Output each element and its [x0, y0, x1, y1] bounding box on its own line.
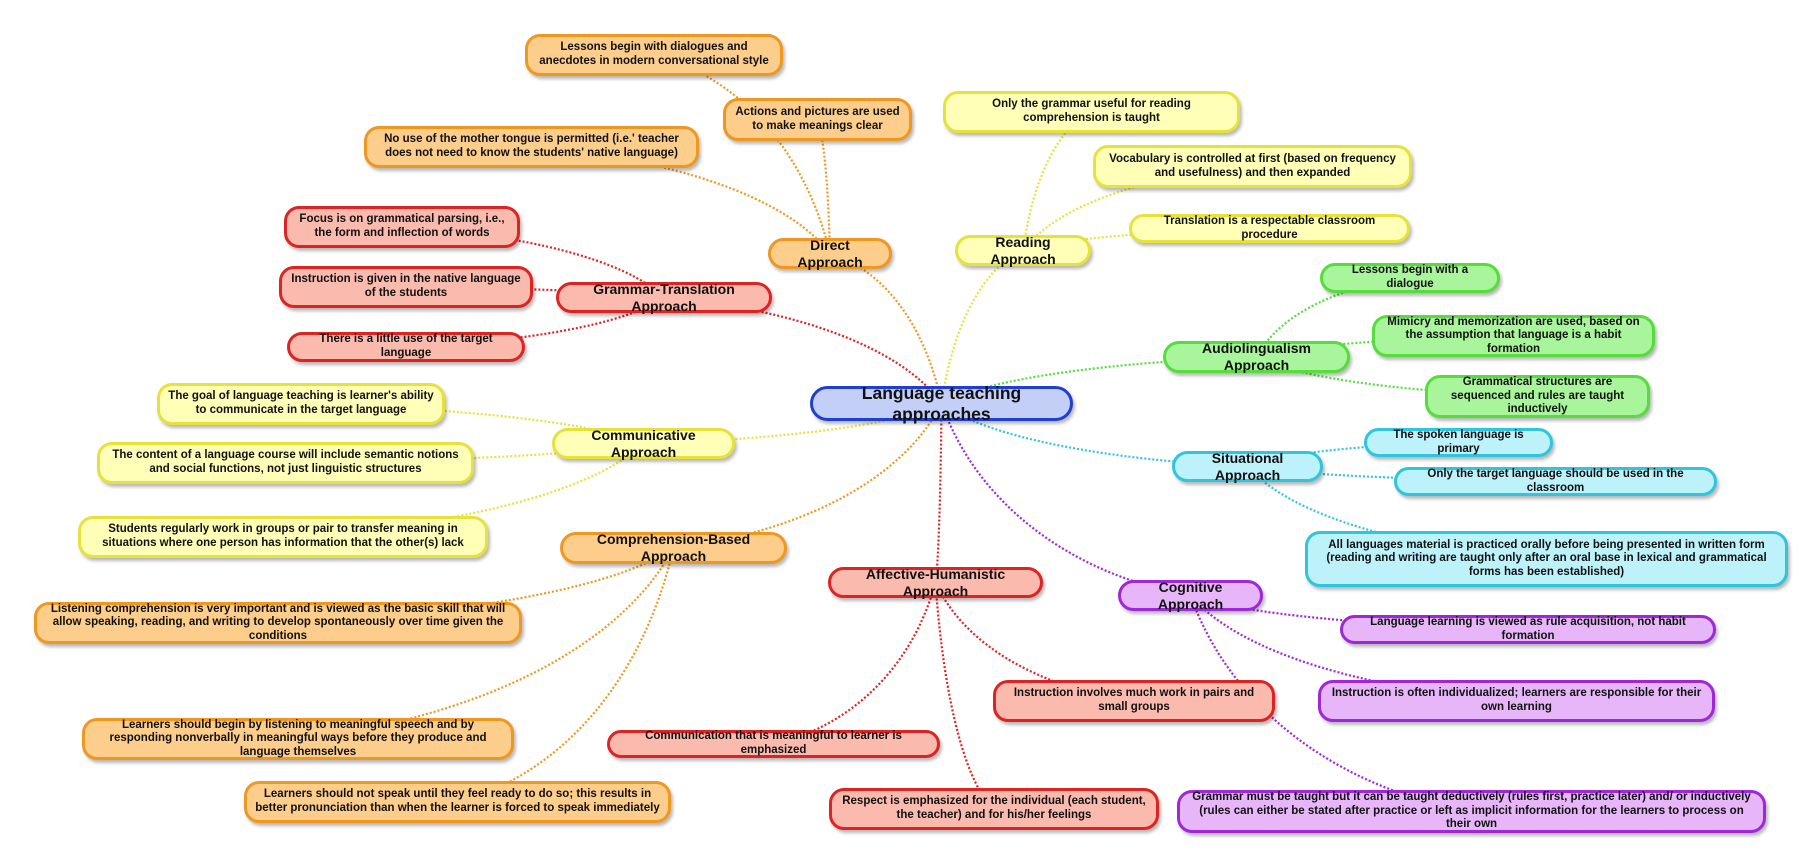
connector-root-affective [934, 403, 943, 583]
branch-communicative-approach[interactable]: Communicative Approach [552, 427, 735, 460]
branch-situational-approach[interactable]: Situational Approach [1172, 450, 1323, 483]
leaf-direct-3[interactable]: No use of the mother tongue is permitted… [364, 126, 699, 168]
leaf-communicative-1[interactable]: The goal of language teaching is learner… [157, 383, 445, 425]
connector-root-direct [829, 252, 943, 404]
leaf-cognitive-2[interactable]: Instruction is often individualized; lea… [1318, 680, 1715, 722]
connector-affective-leaf-1 [934, 582, 1135, 703]
leaf-grammar-3[interactable]: There is a little use of the target lang… [287, 332, 525, 362]
branch-direct-approach[interactable]: Direct Approach [768, 237, 892, 270]
connector-affective-leaf-2 [773, 582, 937, 746]
connector-comprehension-leaf-3 [457, 547, 675, 804]
leaf-comprehension-2[interactable]: Learners should begin by listening to me… [82, 718, 514, 760]
leaf-communicative-2[interactable]: The content of a language course will in… [97, 442, 474, 484]
leaf-cognitive-1[interactable]: Language learning is viewed as rule acqu… [1340, 615, 1716, 644]
leaf-grammar-2[interactable]: Instruction is given in the native langu… [279, 266, 533, 308]
leaf-communicative-3[interactable]: Students regularly work in groups or pai… [78, 516, 488, 558]
leaf-cognitive-3[interactable]: Grammar must be taught but it can be tau… [1177, 790, 1766, 833]
branch-affective-humanistic-approach[interactable]: Affective-Humanistic Approach [828, 566, 1043, 599]
leaf-situational-2[interactable]: Only the target language should be used … [1394, 467, 1717, 496]
leaf-direct-1[interactable]: Lessons begin with dialogues and anecdot… [525, 34, 783, 76]
connector-reading-leaf-1 [1021, 110, 1092, 251]
leaf-direct-2[interactable]: Actions and pictures are used to make me… [723, 98, 912, 141]
connector-grammar-leaf-1 [401, 225, 665, 299]
leaf-comprehension-3[interactable]: Learners should not speak until they fee… [244, 781, 671, 823]
leaf-affective-1[interactable]: Instruction involves much work in pairs … [993, 680, 1275, 722]
leaf-audio-2[interactable]: Mimicry and memorization are used, based… [1372, 315, 1655, 357]
branch-audiolingualism-approach[interactable]: Audiolingualism Approach [1163, 340, 1350, 373]
branch-cognitive-approach[interactable]: Cognitive Approach [1118, 579, 1263, 612]
root-topic[interactable]: Language teaching approaches [810, 383, 1073, 424]
connector-affective-leaf-3 [934, 582, 995, 810]
connector-audio-leaf-2 [1256, 334, 1514, 359]
branch-reading-approach[interactable]: Reading Approach [955, 234, 1091, 267]
connector-root-comprehension [673, 403, 943, 550]
leaf-comprehension-1[interactable]: Listening comprehension is very importan… [34, 602, 522, 644]
leaf-affective-2[interactable]: Communication that is meaningful to lear… [607, 730, 940, 758]
connector-comprehension-leaf-2 [297, 547, 675, 741]
connector-situational-leaf-3 [1246, 465, 1547, 561]
branch-comprehension-based-approach[interactable]: Comprehension-Based Approach [560, 531, 787, 564]
branch-grammar-translation-approach[interactable]: Grammar-Translation Approach [556, 281, 772, 314]
leaf-situational-3[interactable]: All languages material is practiced oral… [1305, 531, 1788, 587]
leaf-reading-2[interactable]: Vocabulary is controlled at first (based… [1093, 145, 1412, 188]
leaf-grammar-1[interactable]: Focus is on grammatical parsing, i.e., t… [284, 206, 520, 248]
leaf-reading-1[interactable]: Only the grammar useful for reading comp… [943, 91, 1240, 133]
leaf-affective-3[interactable]: Respect is emphasized for the individual… [829, 788, 1159, 830]
leaf-audio-3[interactable]: Grammatical structures are sequenced and… [1425, 375, 1650, 418]
connector-direct-leaf-3 [531, 145, 831, 255]
leaf-audio-1[interactable]: Lessons begin with a dialogue [1320, 263, 1500, 293]
leaf-reading-3[interactable]: Translation is a respectable classroom p… [1129, 214, 1410, 243]
leaf-situational-1[interactable]: The spoken language is primary [1364, 428, 1553, 457]
